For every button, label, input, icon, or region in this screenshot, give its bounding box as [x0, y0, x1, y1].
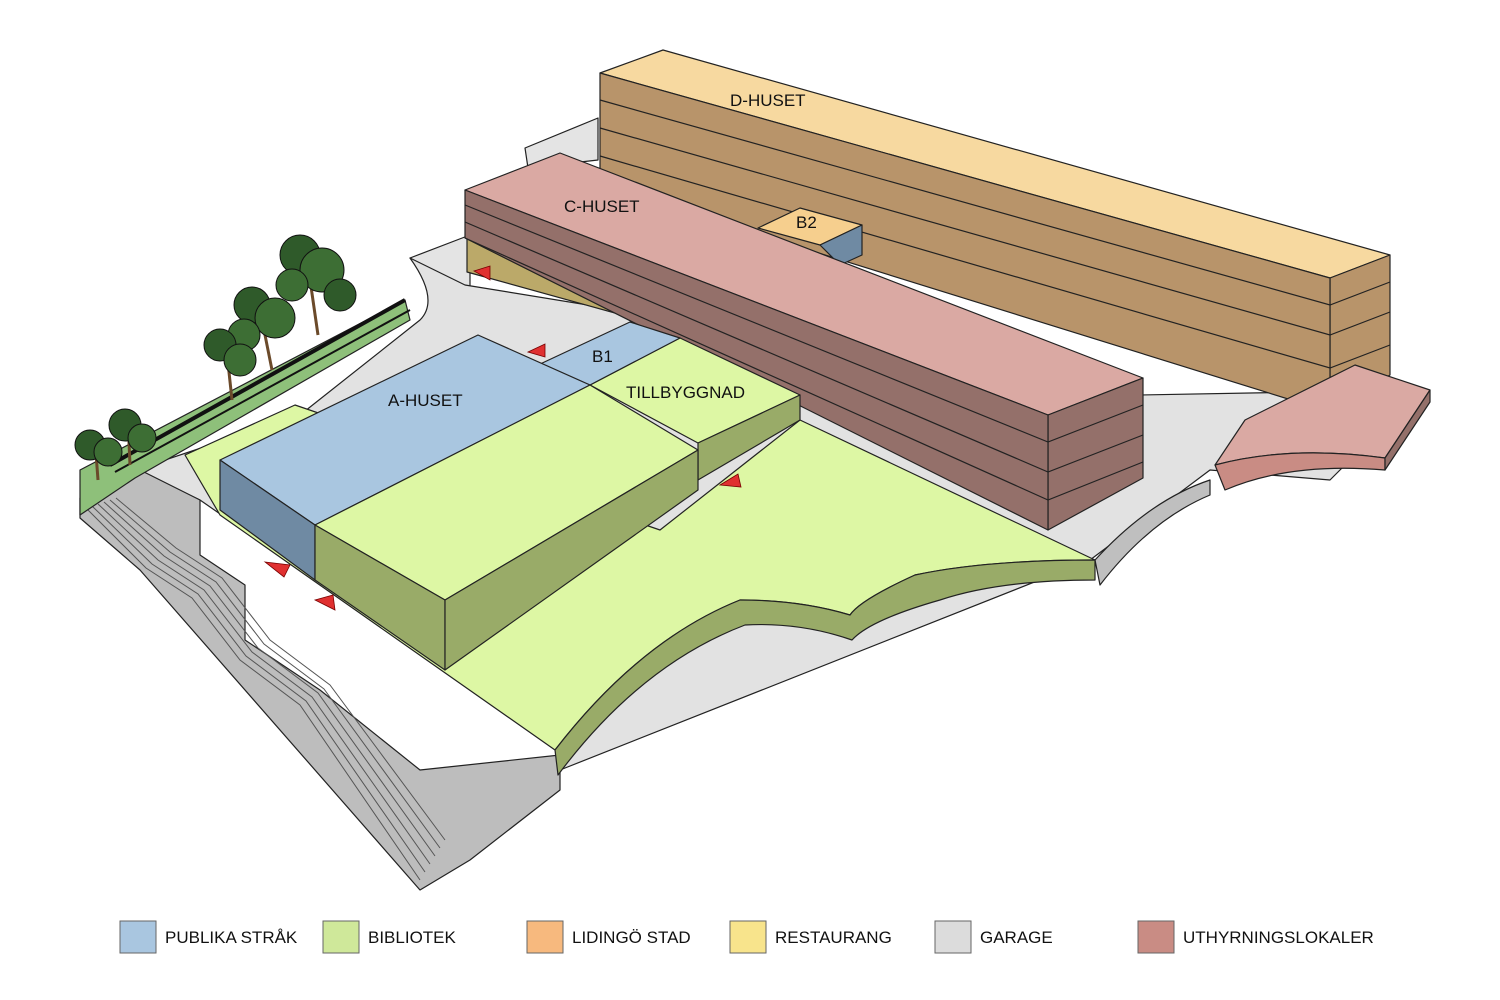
trees [74, 234, 357, 481]
tree-icon [108, 408, 157, 466]
legend-item: UTHYRNINGSLOKALER [1137, 920, 1374, 954]
legend-item: GARAGE [934, 920, 1053, 954]
c-huset [464, 152, 1144, 531]
legend-item: LIDINGÖ STAD [526, 920, 691, 954]
entrance-arrow-icon [718, 473, 742, 488]
tree-icon [203, 328, 257, 401]
tree-icon [227, 286, 296, 371]
label-b2: B2 [796, 213, 817, 232]
svg-text:LIDINGÖ STAD: LIDINGÖ STAD [572, 928, 691, 947]
legend-item: PUBLIKA STRÅK [119, 920, 298, 954]
d-huset [599, 49, 1391, 413]
legend-swatch [1137, 920, 1175, 954]
svg-text:RESTAURANG: RESTAURANG [775, 928, 892, 947]
label-tillbyggnad: TILLBYGGNAD [626, 383, 745, 402]
svg-text:UTHYRNINGSLOKALER: UTHYRNINGSLOKALER [1183, 928, 1374, 947]
entrance-arrow-icon [313, 594, 336, 611]
svg-text:BIBLIOTEK: BIBLIOTEK [368, 928, 457, 947]
b2 [757, 207, 863, 266]
svg-text:GARAGE: GARAGE [980, 928, 1053, 947]
entrance-arrow-icon [526, 343, 546, 358]
label-c-huset: C-HUSET [564, 197, 640, 216]
label-d-huset: D-HUSET [730, 91, 806, 110]
legend-item: RESTAURANG [729, 920, 892, 954]
legend-item: BIBLIOTEK [322, 920, 457, 954]
entrance-arrows [263, 265, 742, 611]
legend: PUBLIKA STRÅK BIBLIOTEK LIDINGÖ STAD RES… [119, 920, 1374, 954]
tree-icon [275, 234, 357, 336]
label-a-huset: A-HUSET [388, 391, 463, 410]
svg-text:PUBLIKA STRÅK: PUBLIKA STRÅK [165, 928, 298, 947]
legend-swatch [322, 920, 360, 954]
legend-swatch [526, 920, 564, 954]
entrance-arrow-icon [472, 265, 491, 281]
embankment [79, 298, 411, 516]
legend-swatch [934, 920, 972, 954]
a-huset [219, 334, 699, 671]
tree-icon [74, 429, 123, 481]
legend-swatch [119, 920, 157, 954]
legend-swatch [729, 920, 767, 954]
label-b1: B1 [592, 347, 613, 366]
entrance-arrow-icon [263, 561, 291, 578]
uthyrningslokaler [1214, 364, 1431, 491]
